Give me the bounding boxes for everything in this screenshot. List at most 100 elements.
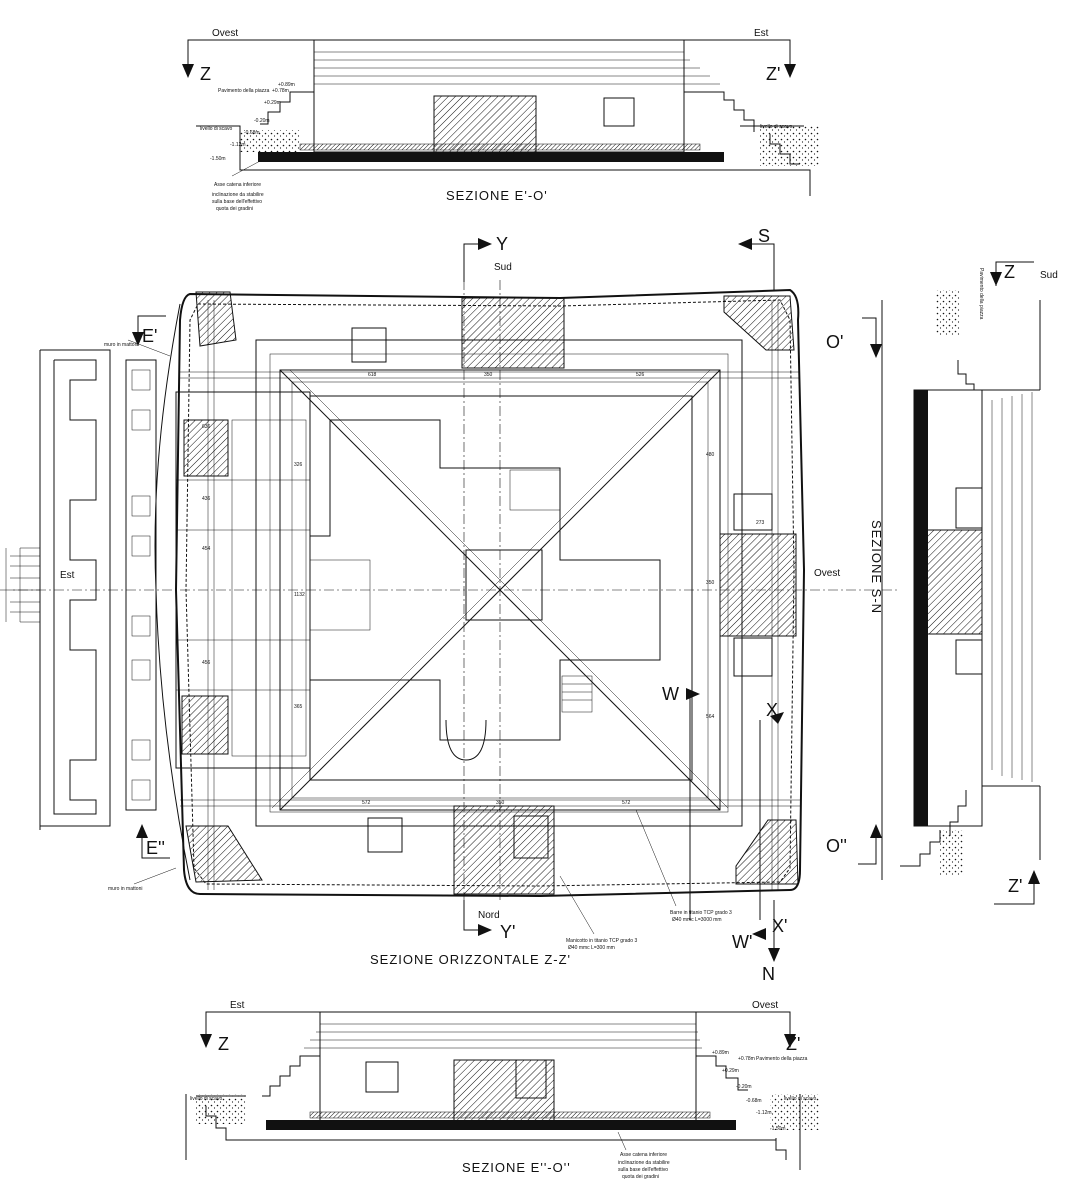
dim-top-2: 526: [636, 372, 645, 378]
dim-top-0: 618: [368, 372, 377, 378]
marker-e2: E'': [146, 838, 165, 858]
dim-bottom-2: 572: [622, 800, 631, 806]
marker-w2: W': [732, 932, 752, 952]
cut-arrow-bottom-right-icon: [784, 1034, 796, 1048]
marker-y: Y: [496, 234, 508, 254]
cut-line-top: [187, 39, 791, 74]
outer-boundary: [174, 288, 806, 898]
ground-note-bottom-right: livello di scavo: [784, 1096, 816, 1102]
cut-arrow-right-icon: [784, 64, 796, 78]
marker-x2: X': [772, 916, 787, 936]
section-bottom-title: SEZIONE E''-O'': [462, 1160, 571, 1175]
marker-o2: O'': [826, 836, 847, 856]
level-089: +0.89m: [278, 82, 295, 88]
marker-n: N: [762, 964, 775, 984]
dim-side-3: 564: [706, 714, 715, 720]
section-sn-marker-bottom: Z': [1008, 876, 1022, 896]
level-bottom-068: -0.68m: [746, 1098, 762, 1104]
ground-note-top-right: livello di scavo: [760, 124, 792, 130]
opening-plan-3: [513, 815, 549, 859]
corner-block-sw: [185, 825, 263, 883]
incline-note-bottom-3: quota dei gradini: [622, 1174, 659, 1180]
floor-label-bottom: Pavimento della piazza: [756, 1056, 808, 1062]
level-bottom-029: +0.29m: [722, 1068, 739, 1074]
dim-side-1: 480: [706, 452, 715, 458]
level-020: -0.20m: [254, 118, 270, 124]
incline-note-top-3: quota dei gradini: [216, 206, 253, 212]
level-112: -1.12m: [230, 142, 246, 148]
cut-arrow-w2-icon: [752, 928, 766, 940]
section-top-marker-left: Z: [200, 64, 211, 84]
level-bottom-112: -1.12m: [756, 1110, 772, 1116]
section-bottom-right-direction: Ovest: [752, 1000, 778, 1011]
opening-top: [603, 97, 635, 127]
dim-side-5: 365: [294, 704, 303, 710]
corner-block-nw: [195, 291, 237, 347]
incline-note-bottom-2: sulla base dell'effettivo: [618, 1167, 668, 1173]
section-top-marker-right: Z': [766, 64, 780, 84]
corner-block-se: [735, 819, 799, 885]
cut-arrow-y2-icon: [478, 924, 492, 936]
opening-plan-2: [367, 817, 403, 853]
plan-east-label: Est: [60, 570, 75, 581]
steps-elevation-bottom: [262, 1011, 748, 1125]
section-s-n: Z Sud Z' Pavimento della piazza: [869, 261, 1058, 905]
dim-side-2: 350: [706, 580, 715, 586]
floor-label-right: Pavimento della piazza: [978, 268, 984, 320]
east-bay: [175, 391, 311, 769]
section-e-o-bottom: Est Ovest Z Z' +0.89m +0.78m: [185, 1000, 820, 1180]
dim-bottom-1: 350: [496, 800, 505, 806]
steps-elevation-top: [260, 39, 755, 153]
plan-west-label: Ovest: [814, 568, 840, 579]
marker-e1: E': [142, 326, 157, 346]
cut-arrow-e2-icon: [136, 824, 148, 838]
hatched-block-west: [719, 533, 797, 637]
opening-plan-1: [351, 327, 387, 363]
section-sn-marker-top: Z: [1004, 262, 1015, 282]
plan-title: SEZIONE ORIZZONTALE Z-Z': [370, 952, 571, 967]
marker-o1: O': [826, 332, 843, 352]
level-bottom-089: +0.89m: [712, 1050, 729, 1056]
floor-label-top: Pavimento della piazza: [218, 88, 270, 94]
marker-y2: Y': [500, 922, 515, 942]
dim-side-0: 273: [756, 520, 765, 526]
ground-note-top-left: livello di scavo: [200, 126, 232, 132]
incline-note-top-2: sulla base dell'effettivo: [212, 199, 262, 205]
section-top-right-direction: Est: [754, 28, 769, 39]
foundation-beam-right: [914, 390, 928, 826]
chain-note-bottom: Asse catena inferiore: [620, 1152, 667, 1158]
dim-side-8: 454: [202, 546, 211, 552]
level-bottom-078: +0.78m: [738, 1056, 755, 1062]
hatched-block-east-1: [183, 419, 229, 477]
opening-bottom-2: [515, 1059, 547, 1099]
cut-arrow-o2-icon: [870, 824, 882, 838]
level-078: +0.78m: [272, 88, 289, 94]
cut-arrow-s-icon: [738, 238, 752, 250]
cut-arrow-x-icon: [770, 712, 784, 724]
dim-side-10: 436: [202, 496, 211, 502]
dim-side-7: 636: [202, 424, 211, 430]
hatched-block-south: [461, 297, 565, 369]
level-068: -0.68m: [244, 130, 260, 136]
section-sn-direction: Sud: [1040, 270, 1058, 281]
cut-arrow-y-icon: [478, 238, 492, 250]
cut-arrow-bottom-left-icon: [200, 1034, 212, 1048]
hatched-block-top: [433, 95, 537, 153]
incline-note-top-1: inclinazione da stabilire: [212, 192, 264, 198]
dim-top-1: 350: [484, 372, 493, 378]
dim-side-6: 326: [294, 462, 303, 468]
steps-elevation-right: [900, 300, 1041, 867]
soil-right-bottom: [770, 1094, 820, 1130]
rod-note-2: Ø40 mmc L=3000 mm: [672, 917, 722, 923]
section-top-left-direction: Ovest: [212, 28, 238, 39]
hatched-block-right: [925, 529, 983, 635]
corner-block-ne: [723, 295, 795, 351]
opening-bottom-1: [365, 1061, 399, 1093]
foundation-beam-top: [258, 152, 724, 162]
soil-left-top: [240, 130, 300, 152]
marker-s: S: [758, 226, 770, 246]
section-e-o-top: Ovest Est Z Z' Pavimento della pia: [182, 28, 820, 212]
level-029: +0.29m: [264, 100, 281, 106]
marker-w: W: [662, 684, 679, 704]
